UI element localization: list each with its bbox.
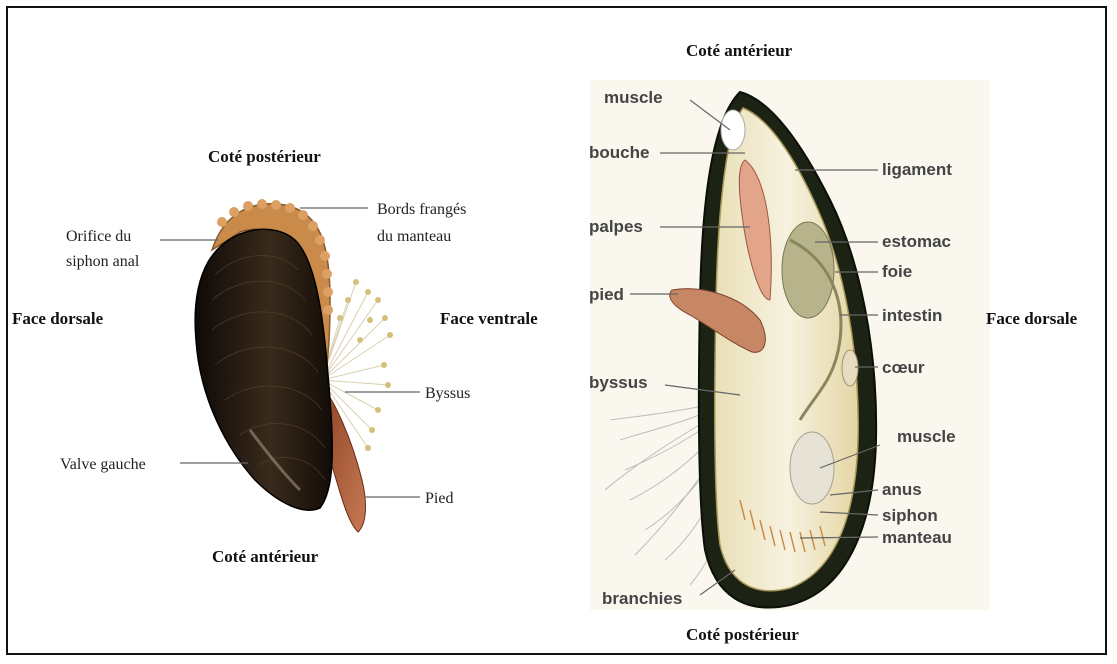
- bords-label-line2: du manteau: [377, 228, 451, 245]
- valve-gauche-label: Valve gauche: [60, 456, 146, 473]
- right-bottom-label: Coté postérieur: [686, 625, 799, 644]
- left-mussel-illustration: [195, 199, 393, 532]
- left-bottom-label: Coté antérieur: [212, 547, 319, 566]
- anus-label: anus: [882, 480, 922, 499]
- bords-label-line1: Bords frangés: [377, 201, 466, 218]
- estomac-label: estomac: [882, 232, 951, 251]
- orifice-label-line1: Orifice du: [66, 228, 131, 245]
- ligament-label: ligament: [882, 160, 952, 179]
- left-top-label: Coté postérieur: [208, 147, 321, 166]
- intestin-label: intestin: [882, 306, 942, 325]
- left-ventral-label: Face ventrale: [440, 309, 538, 328]
- manteau-label: manteau: [882, 528, 952, 547]
- orifice-label-line2: siphon anal: [66, 253, 140, 270]
- foie-label: foie: [882, 262, 912, 281]
- left-valve: [195, 229, 332, 510]
- heart: [842, 350, 858, 386]
- siphon-label: siphon: [882, 506, 938, 525]
- bouche-label: bouche: [589, 143, 649, 162]
- posterior-muscle: [790, 432, 834, 504]
- palpes-label: palpes: [589, 217, 643, 236]
- right-dorsal-label: Face dorsale: [986, 309, 1078, 328]
- muscle-top-label: muscle: [604, 88, 663, 107]
- left-dorsal-label: Face dorsale: [12, 309, 104, 328]
- pied-left-label: Pied: [425, 490, 453, 507]
- coeur-label: cœur: [882, 358, 925, 377]
- pied-right-label: pied: [589, 285, 624, 304]
- right-top-label: Coté antérieur: [686, 41, 793, 60]
- branchies-label: branchies: [602, 589, 682, 608]
- byssus-label: Byssus: [425, 385, 470, 402]
- anterior-muscle: [721, 110, 745, 150]
- muscle-bottom-label: muscle: [897, 427, 956, 446]
- byssus-right-label: byssus: [589, 373, 648, 392]
